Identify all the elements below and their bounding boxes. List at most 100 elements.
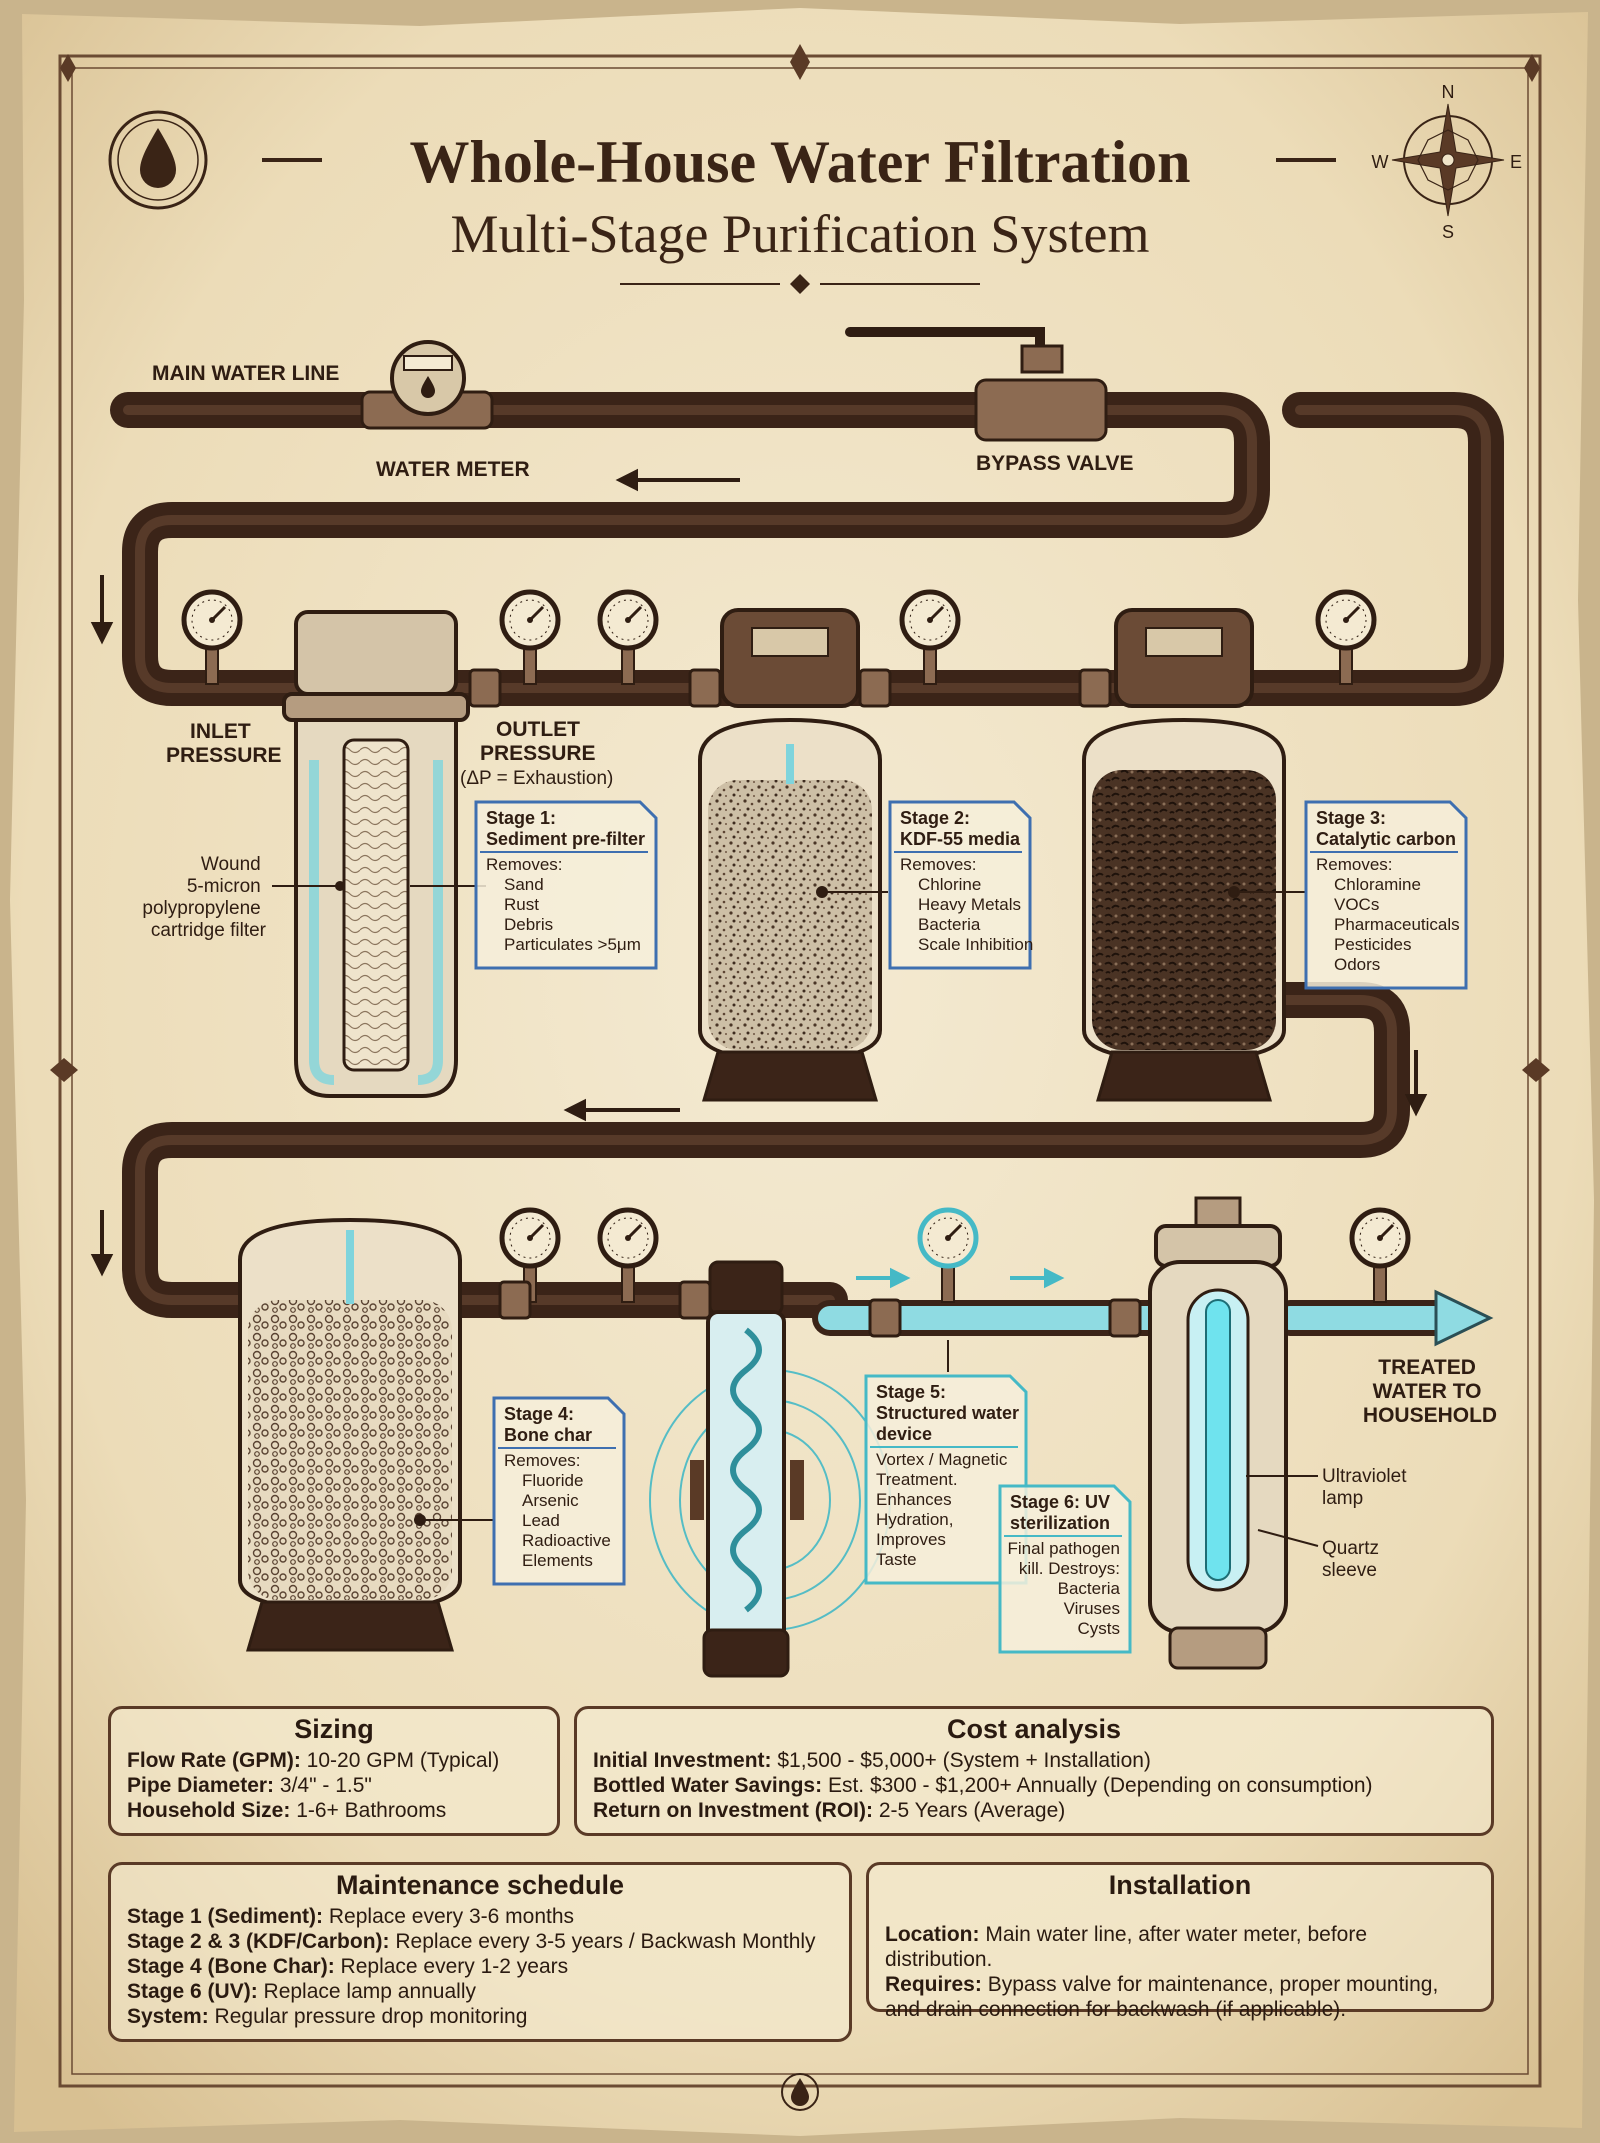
stage-line: Lead [522,1511,560,1530]
stage-title: KDF-55 media [900,829,1021,849]
structured-water-device [649,1260,891,1678]
stage-title: Bone char [504,1425,592,1445]
info-row: Initial Investment: $1,500 - $5,000+ (Sy… [593,1749,1151,1772]
stage-line: Viruses [1064,1599,1120,1618]
outlet-pressure-label: OUTLET PRESSURE (ΔP = Exhaustion) [460,718,613,789]
stage-line: Treatment. [876,1470,958,1489]
stage-title: Stage 2: [900,808,970,828]
compass-s: S [1442,222,1454,242]
stage-line: Arsenic [522,1491,579,1510]
pressure-gauge-icon [899,589,961,685]
pressure-gauge-icon [181,589,243,685]
stage-callout-3: Stage 3:Catalytic carbonRemoves:Chlorami… [1304,800,1468,990]
info-row: Stage 1 (Sediment): Replace every 3-6 mo… [127,1905,575,1928]
stage-title: Stage 5: [876,1382,946,1402]
stage-line: Removes: [900,855,977,874]
bypass-valve-icon [845,327,1108,442]
pressure-gauge-icon [1315,589,1377,685]
flow-arrow-icon [90,468,1428,1277]
compass-n: N [1442,82,1455,102]
stage-line: Particulates >5μm [504,935,641,954]
stage-line: Chlorine [918,875,981,894]
water-drop-icon [781,2073,819,2111]
info-row: Stage 2 & 3 (KDF/Carbon): Replace every … [127,1930,816,1953]
maintenance-heading: Maintenance schedule [335,1870,625,1900]
page-subtitle: Multi-Stage Purification System [451,204,1150,264]
compass-e: E [1510,152,1522,172]
stage-line: VOCs [1334,895,1379,914]
info-row: Stage 4 (Bone Char): Replace every 1-2 y… [127,1955,569,1978]
stage-callouts: Stage 1:Sediment pre-filterRemoves:SandR… [474,800,1468,1654]
stage-line: Fluoride [522,1471,583,1490]
pressure-gauge-icon [917,1207,979,1303]
bypass-valve-label: BYPASS VALVE [976,452,1134,475]
main-water-line-label: MAIN WATER LINE [152,362,339,385]
stage-title: Stage 6: UV [1010,1492,1110,1512]
stage-line: Vortex / Magnetic [876,1450,1008,1469]
bone-char-tank [238,1217,462,1652]
pressure-gauge-icon [1349,1207,1411,1303]
stage-line: Removes: [486,855,563,874]
stage-line: Removes: [1316,855,1393,874]
stage-line: kill. Destroys: [1019,1559,1120,1578]
info-row: Requires: Bypass valve for maintenance, … [885,1973,1439,2021]
page-title: Whole-House Water Filtration [409,129,1190,195]
stage-line: Final pathogen [1008,1539,1120,1558]
kdf-tank [698,608,882,1102]
stage-line: Taste [876,1550,917,1569]
sizing-heading: Sizing [294,1714,374,1744]
stage-line: Cysts [1078,1619,1121,1638]
stage-line: Elements [522,1551,593,1570]
stage-line: Hydration, [876,1510,953,1529]
ornament-icon [50,44,1550,1082]
stage-title: sterilization [1010,1513,1110,1533]
stage-line: Bacteria [1058,1579,1121,1598]
info-row: Location: Main water line, after water m… [885,1923,1368,1971]
stage-line: Radioactive [522,1531,611,1550]
sediment-filter-housing [282,610,470,1098]
stage-title: Stage 1: [486,808,556,828]
carbon-tank [1082,608,1286,1102]
stage-callout-2: Stage 2:KDF-55 mediaRemoves:ChlorineHeav… [888,800,1033,970]
stage-line: Bacteria [918,915,981,934]
cost-heading: Cost analysis [946,1714,1122,1744]
stage-line: Pharmaceuticals [1334,915,1460,934]
stage-title: Stage 4: [504,1404,574,1424]
stage-line: Odors [1334,955,1380,974]
info-row: Pipe Diameter: 3/4" - 1.5" [127,1774,372,1797]
stage-line: Improves [876,1530,946,1549]
stage-line: Enhances [876,1490,952,1509]
info-row: Flow Rate (GPM): 10-20 GPM (Typical) [127,1749,500,1772]
treated-water-label: TREATED WATER TO HOUSEHOLD [1363,1356,1497,1427]
outflow-arrow-icon [1434,1289,1494,1347]
compass-rose-icon: N E S W [1372,82,1523,242]
info-row: Return on Investment (ROI): 2-5 Years (A… [593,1799,1066,1822]
water-meter-icon [360,340,494,430]
stage-title: Sediment pre-filter [486,829,645,849]
leader-lines [272,881,1319,1547]
divider-ornament [620,274,980,294]
stage-title: Catalytic carbon [1316,829,1456,849]
stage-line: Removes: [504,1451,581,1470]
info-row: Bottled Water Savings: Est. $300 - $1,20… [593,1774,1373,1797]
installation-panel: Installation Location: Main water line, … [866,1862,1494,2021]
cost-panel: Cost analysis Initial Investment: $1,500… [574,1706,1494,1836]
water-meter-label: WATER METER [376,458,530,481]
gauges [181,589,1411,1303]
uv-sterilizer [1148,1196,1288,1670]
sizing-panel: Sizing Flow Rate (GPM): 10-20 GPM (Typic… [108,1706,560,1836]
pressure-gauge-icon [499,589,561,685]
stage-line: Scale Inhibition [918,935,1033,954]
stage-line: Debris [504,915,553,934]
installation-heading: Installation [1108,1870,1252,1900]
stage-title: Structured water [876,1403,1019,1423]
cartridge-label: Wound 5-micron polypropylene cartridge f… [142,854,266,941]
stage-title: Stage 3: [1316,808,1386,828]
stage-line: Sand [504,875,544,894]
